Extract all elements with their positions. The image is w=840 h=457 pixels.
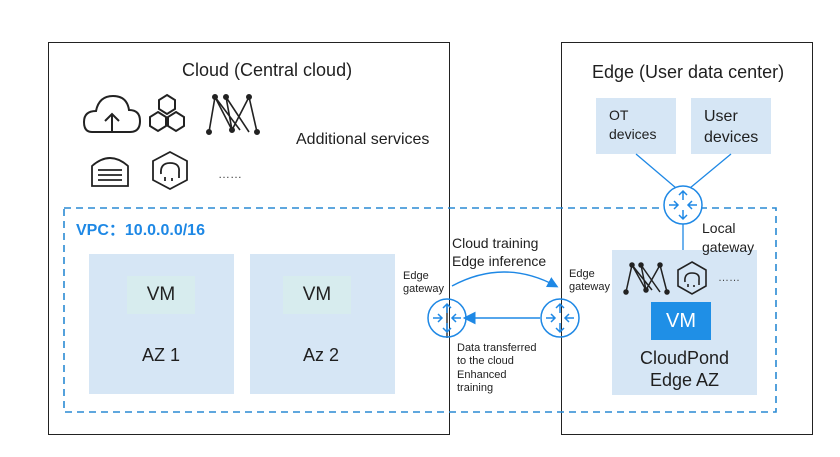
az2-label: Az 2 [303, 345, 340, 365]
cloud-training-arrow [451, 271, 559, 288]
user-devices-box [691, 98, 771, 154]
edge-title: Edge (User data center) [592, 62, 785, 82]
edge-vm: VM [651, 302, 711, 340]
az1-label: AZ 1 [142, 345, 181, 365]
data-transferred-label: Data transferred to the cloud Enhanced t… [457, 342, 537, 395]
edge-ellipsis: …… [718, 272, 740, 284]
cloud-title: Cloud (Central cloud) [182, 60, 353, 80]
az1-panel [89, 254, 234, 394]
edge-gateway-left-label: Edge gateway [403, 270, 444, 296]
ot-devices-box [596, 98, 676, 154]
vpc-label: VPC：10.0.0.0/16 [76, 222, 205, 239]
additional-services-label: Additional services [296, 131, 430, 148]
az2-vm: VM [283, 276, 351, 314]
az1-vm: VM [127, 276, 195, 314]
ot-devices-label: OT devices [609, 107, 657, 142]
local-gateway-label: Local gateway [702, 220, 755, 255]
cloud-ellipsis: …… [218, 167, 242, 181]
edge-gateway-right-label: Edge gateway [569, 268, 610, 294]
cloud-training-label: Cloud training Edge inference [452, 235, 547, 270]
user-devices-label: User devices [704, 108, 759, 146]
edge-az-label: CloudPond Edge AZ [639, 348, 730, 390]
az2-panel [250, 254, 395, 394]
